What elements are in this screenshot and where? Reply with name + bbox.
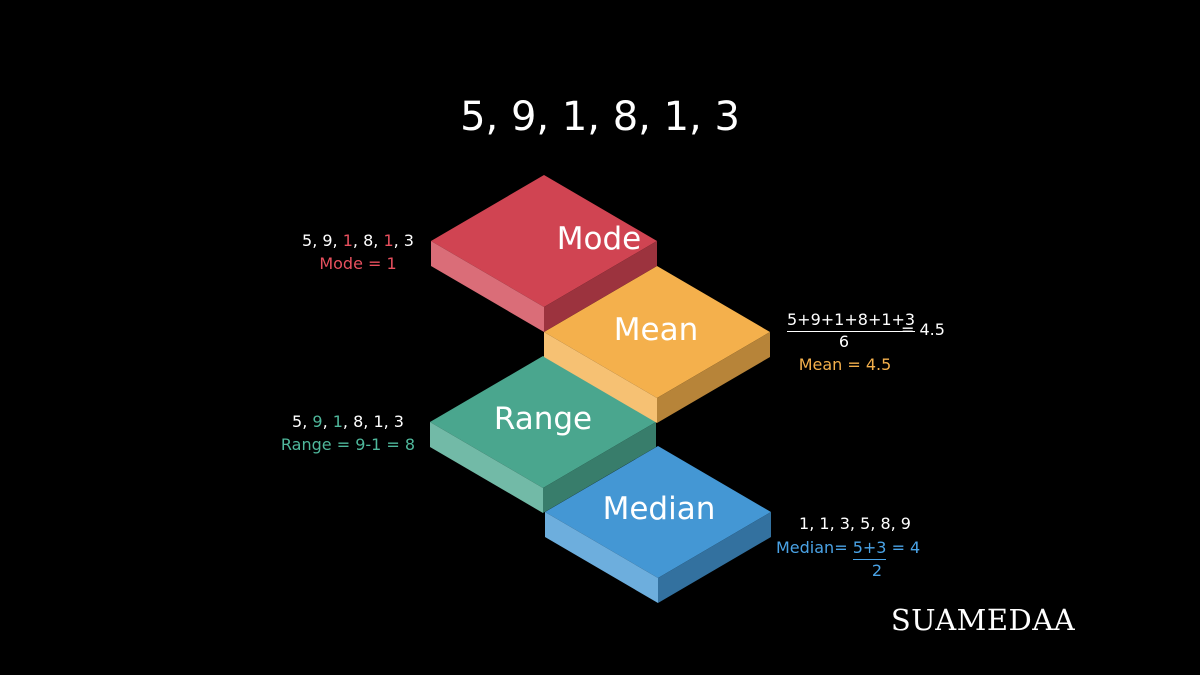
mode-right-face [544,241,657,332]
median-denominator: 2 [871,561,883,580]
highlighted-value: 9 [312,412,323,431]
median-formula: Median= 5+3 = 4 [776,538,920,560]
median-left-face [545,512,658,603]
sequence-text: , [322,412,333,431]
highlighted-value: 1 [332,412,343,431]
sequence-text: , 8, [352,231,384,250]
sequence-text: , 8, 1, 3 [342,412,404,431]
mean-left-face [544,332,657,423]
sequence-text: 5, [292,412,313,431]
suamedaa-logo: SUAMEDAA [890,603,1076,637]
sequence-text: , 3 [393,231,414,250]
range-result: Range = 9-1 = 8 [280,435,416,454]
range-left-face [430,422,543,513]
highlighted-value: 1 [342,231,353,250]
median-sorted-sequence: 1, 1, 3, 5, 8, 9 [799,514,911,533]
data-set-title: 5, 9, 1, 8, 1, 3 [460,94,740,140]
mean-numerator: 5+9+1+8+1+3 [787,310,916,332]
median-block [545,446,771,603]
median-equals: = 4 [891,538,921,557]
mean-result: Mean = 4.5 [798,355,892,374]
mode-sequence: 5, 9, 1, 8, 1, 3 [302,231,414,251]
median-label: Median= [776,538,848,557]
range-right-face [543,422,656,513]
median-numerator: 5+3 [852,538,887,560]
mean-right-face [657,332,770,423]
highlighted-value: 1 [383,231,394,250]
mode-result: Mode = 1 [319,254,397,273]
range-sequence: 5, 9, 1, 8, 1, 3 [292,412,404,432]
mean-equals: = 4.5 [901,320,945,339]
mode-left-face [431,241,544,332]
mode-block [431,175,657,332]
sequence-text: 5, 9, [302,231,343,250]
median-right-face [658,512,771,603]
mean-denominator: 6 [838,332,850,351]
